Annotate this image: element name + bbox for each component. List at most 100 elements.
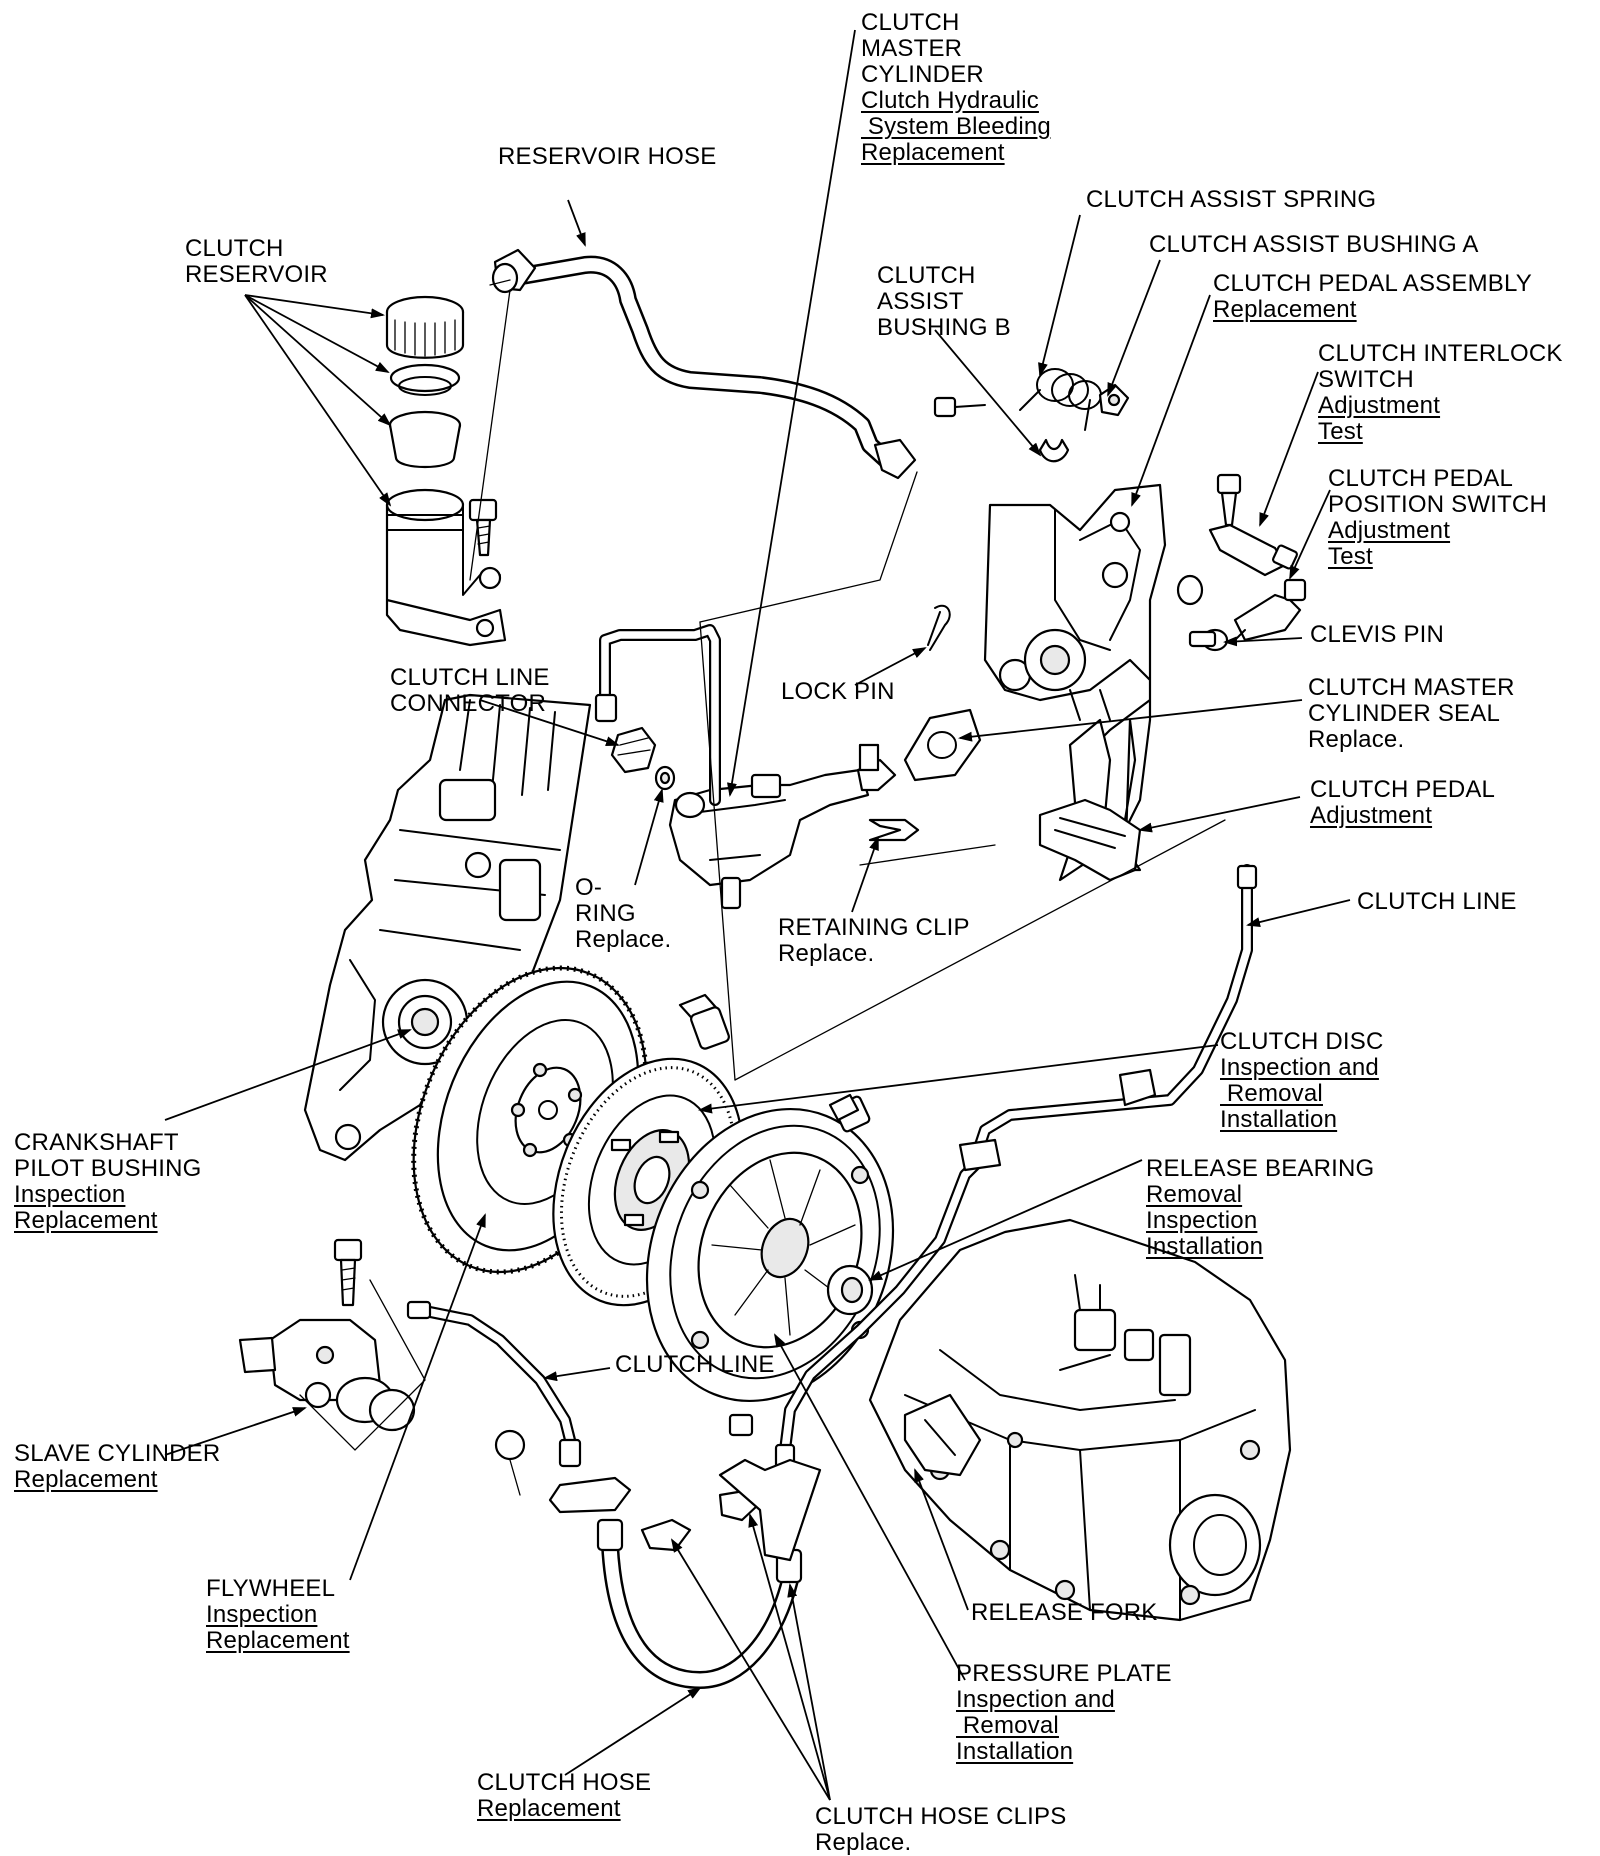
label-line: CLUTCH PEDAL ASSEMBLY (1213, 270, 1532, 297)
label-line: RETAINING CLIP (778, 914, 970, 941)
clutch-master-cylinder-seal (903, 708, 982, 782)
label-line: CLUTCH LINE (615, 1351, 775, 1378)
link-clutch-hose-replacement[interactable]: Replacement (477, 1795, 621, 1822)
clutch-line-connector (610, 726, 657, 774)
label-line: CLUTCH (861, 9, 960, 36)
link-flywheel-inspection[interactable]: Inspection (206, 1601, 318, 1628)
label-reservoir-hose: RESERVOIR HOSE (498, 144, 716, 170)
link-clutch-pedal-adjustment[interactable]: Adjustment (1310, 802, 1433, 829)
label-flywheel: FLYWHEEL Inspection Replacement (206, 1576, 350, 1654)
label-line: Replace. (575, 926, 672, 953)
link-disc-inspection[interactable]: Inspection and (1220, 1054, 1379, 1081)
flywheel-bolt (678, 993, 730, 1050)
pedal-assembly-bolt (1176, 473, 1242, 606)
hose-bracket-right (718, 1413, 822, 1562)
label-clutch-line-upper: CLUTCH LINE (1357, 889, 1517, 915)
release-bearing (826, 1264, 874, 1316)
lock-pin (927, 604, 951, 651)
label-line: CRANKSHAFT (14, 1129, 179, 1156)
label-slave-cylinder: SLAVE CYLINDER Replacement (14, 1441, 220, 1493)
label-release-fork: RELEASE FORK (971, 1600, 1157, 1626)
label-line: Replace. (778, 940, 875, 967)
clutch-assist-bushing-a (1098, 383, 1130, 417)
label-clutch-master-cylinder-seal: CLUTCH MASTER CYLINDER SEAL Replace. (1308, 675, 1515, 753)
label-line: CLUTCH LINE (1357, 888, 1517, 915)
link-disc-removal[interactable]: Removal (1220, 1080, 1323, 1107)
reservoir-hose (491, 248, 917, 480)
label-lock-pin: LOCK PIN (781, 679, 895, 705)
link-flywheel-replacement[interactable]: Replacement (206, 1627, 350, 1654)
label-clevis-pin: CLEVIS PIN (1310, 622, 1444, 648)
label-line: FLYWHEEL (206, 1575, 336, 1602)
slave-cylinder-bolt (333, 1238, 363, 1307)
label-line: CYLINDER SEAL (1308, 700, 1500, 727)
label-line: CLUTCH INTERLOCK (1318, 340, 1563, 367)
clutch-line-lower (406, 1300, 582, 1468)
label-line: SLAVE CYLINDER (14, 1440, 221, 1467)
link-system-bleeding[interactable]: System Bleeding (861, 113, 1051, 140)
link-pressure-plate-inspection[interactable]: Inspection and (956, 1686, 1115, 1713)
pedal-bolt-small (933, 396, 986, 418)
link-slave-cylinder-replacement[interactable]: Replacement (14, 1466, 158, 1493)
label-clutch-disc: CLUTCH DISC Inspection and Removal Insta… (1220, 1029, 1384, 1133)
clutch-hose-clips (640, 1488, 760, 1552)
reservoir-bolt (468, 498, 498, 557)
link-release-bearing-installation[interactable]: Installation (1146, 1233, 1264, 1260)
label-line: ASSIST (877, 288, 964, 315)
label-retaining-clip: RETAINING CLIP Replace. (778, 915, 970, 967)
link-interlock-test[interactable]: Test (1318, 418, 1363, 445)
label-line: SWITCH (1318, 366, 1414, 393)
link-position-switch-adjustment[interactable]: Adjustment (1328, 517, 1451, 544)
label-clutch-pedal: CLUTCH PEDAL Adjustment (1310, 777, 1495, 829)
clutch-pedal-position-switch (1233, 578, 1307, 642)
label-clutch-pedal-position-switch: CLUTCH PEDAL POSITION SWITCH Adjustment … (1328, 466, 1547, 570)
link-pressure-plate-removal[interactable]: Removal (956, 1712, 1059, 1739)
link-interlock-adjustment[interactable]: Adjustment (1318, 392, 1441, 419)
label-line: CLEVIS PIN (1310, 621, 1445, 648)
label-line: CLUTCH HOSE (477, 1769, 652, 1796)
clutch-line-upper (594, 624, 721, 806)
label-clutch-assist-spring: CLUTCH ASSIST SPRING (1086, 187, 1376, 213)
transmission-case (868, 1218, 1292, 1622)
label-clutch-hose: CLUTCH HOSE Replacement (477, 1770, 651, 1822)
clutch-pedal (1038, 798, 1142, 882)
link-release-bearing-removal[interactable]: Removal (1146, 1181, 1243, 1208)
link-pressure-plate-installation[interactable]: Installation (956, 1738, 1074, 1765)
label-pressure-plate: PRESSURE PLATE Inspection and Removal In… (956, 1661, 1172, 1765)
link-release-bearing-inspection[interactable]: Inspection (1146, 1207, 1258, 1234)
label-line: RELEASE FORK (971, 1599, 1158, 1626)
link-disc-installation[interactable]: Installation (1220, 1106, 1338, 1133)
retaining-clip (868, 818, 920, 842)
clutch-reservoir (385, 295, 507, 647)
slave-cylinder (238, 1318, 416, 1432)
label-clutch-assist-bushing-b: CLUTCH ASSIST BUSHING B (877, 263, 1011, 341)
link-pilot-bushing-inspection[interactable]: Inspection (14, 1181, 126, 1208)
label-line: RESERVOIR HOSE (498, 143, 717, 170)
label-line: CLUTCH LINE (390, 664, 550, 691)
label-clutch-assist-bushing-a: CLUTCH ASSIST BUSHING A (1149, 232, 1479, 258)
link-clutch-hydraulic[interactable]: Clutch Hydraulic (861, 87, 1039, 114)
label-line: CLUTCH ASSIST SPRING (1086, 186, 1377, 213)
label-line: CYLINDER (861, 61, 984, 88)
label-line: CLUTCH (185, 235, 284, 262)
link-pilot-bushing-replacement[interactable]: Replacement (14, 1207, 158, 1234)
label-release-bearing: RELEASE BEARING Removal Inspection Insta… (1146, 1156, 1374, 1260)
link-pedal-assembly-replacement[interactable]: Replacement (1213, 296, 1357, 323)
label-line: POSITION SWITCH (1328, 491, 1547, 518)
label-line: CLUTCH MASTER (1308, 674, 1515, 701)
link-position-switch-test[interactable]: Test (1328, 543, 1373, 570)
label-line: PILOT BUSHING (14, 1155, 202, 1182)
label-line: Replace. (1308, 726, 1405, 753)
link-master-cylinder-replacement[interactable]: Replacement (861, 139, 1005, 166)
clutch-interlock-switch (1208, 523, 1298, 577)
label-line: RESERVOIR (185, 261, 328, 288)
clevis-pin (1188, 628, 1229, 652)
clutch-assist-bushing-b (1038, 438, 1070, 463)
clutch-assist-spring (1019, 368, 1102, 431)
label-clutch-interlock-switch: CLUTCH INTERLOCK SWITCH Adjustment Test (1318, 341, 1563, 445)
label-line: RING (575, 900, 636, 927)
o-ring (654, 765, 676, 791)
release-fork (903, 1393, 982, 1477)
label-line: Replace. (815, 1829, 912, 1856)
